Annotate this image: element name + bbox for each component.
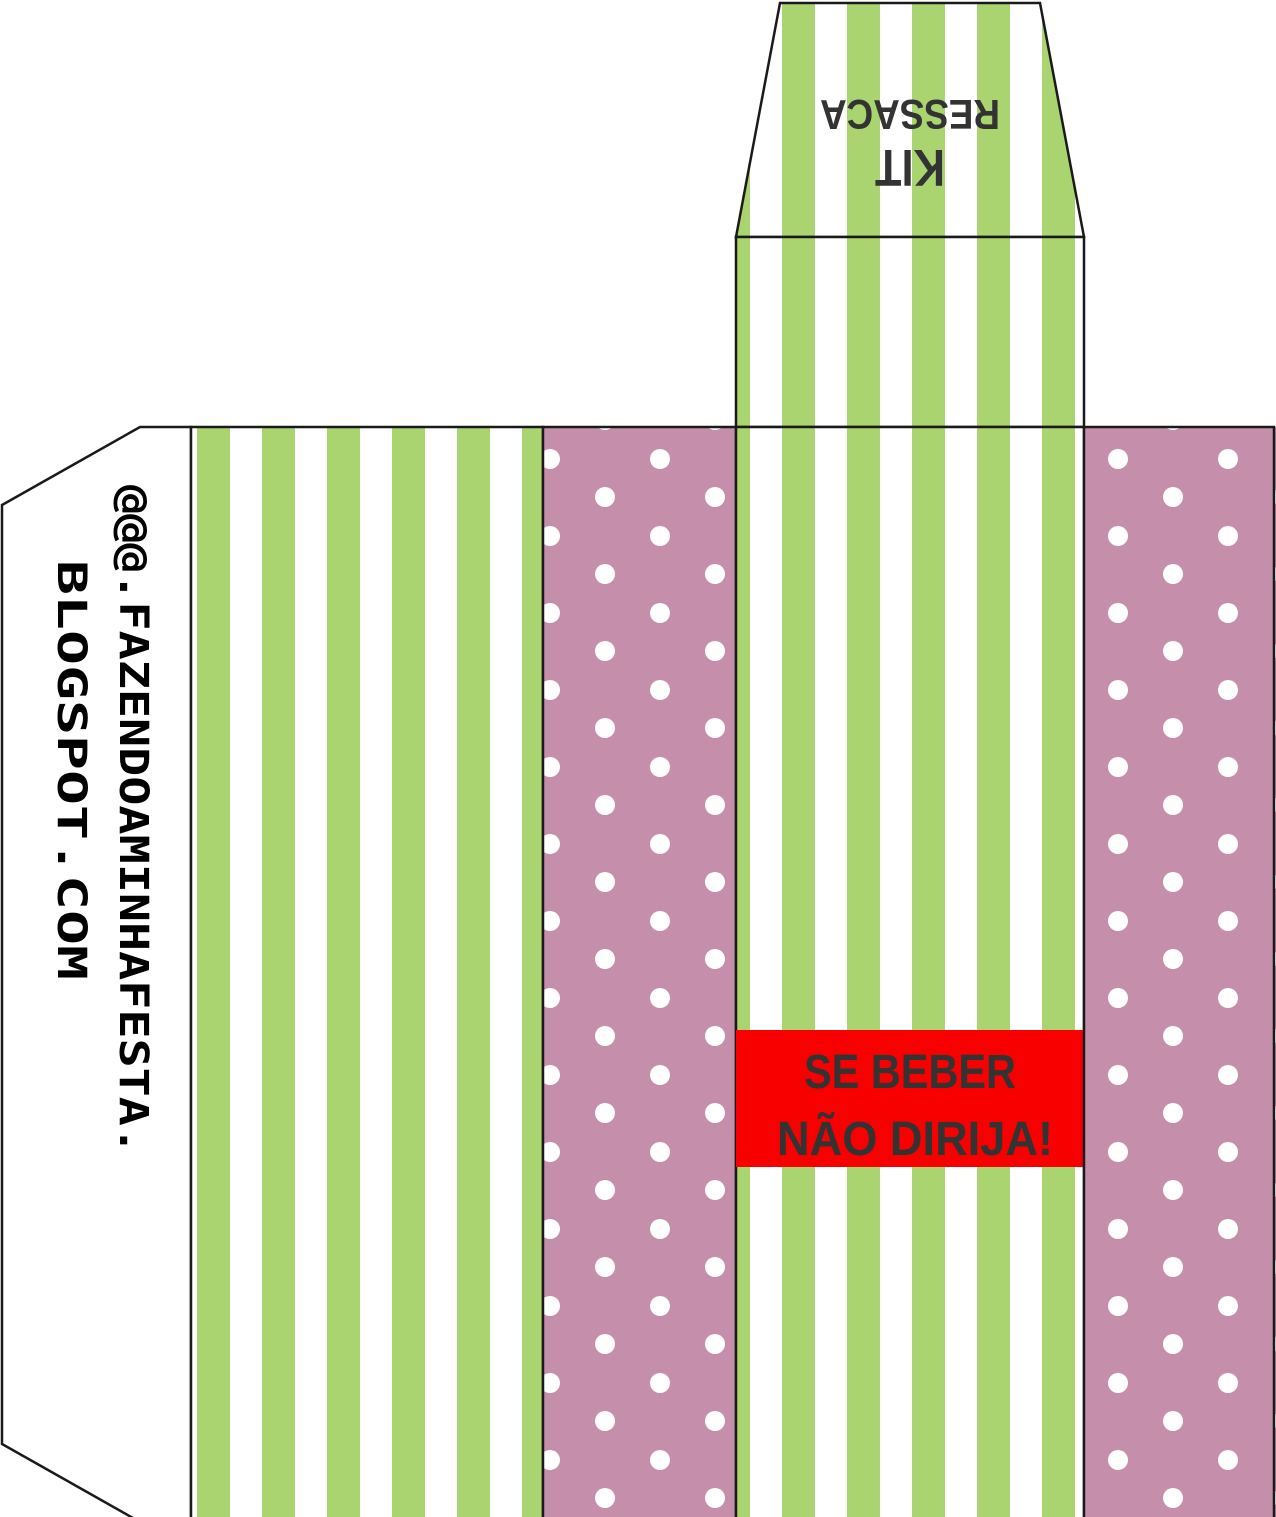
top-panel — [734, 235, 1086, 429]
warning-line1: SE BEBER — [804, 1046, 1016, 1099]
ressaca-title: RESSACA — [820, 91, 1000, 138]
glue-flap: @@@.FAZENDOAMINHAFESTA. BLOGSPOT.COM — [0, 425, 193, 1517]
warning-banner: SE BEBER NÃO DIRIJA! — [736, 1030, 1084, 1167]
front-panel — [734, 425, 1086, 1517]
side-panel-stripes — [189, 425, 545, 1517]
kit-title: KIT — [875, 138, 945, 196]
warning-line2: NÃO DIRIJA! — [777, 1111, 1053, 1166]
side-panel-polka — [541, 425, 738, 1517]
side-panel-polka-right — [1082, 425, 1276, 1517]
blog-address-line2: BLOGSPOT.COM — [48, 560, 94, 980]
blog-address-line1: @@@.FAZENDOAMINHAFESTA. — [110, 485, 156, 1155]
top-tuck-flap: KIT RESSACA — [734, 1, 1086, 239]
